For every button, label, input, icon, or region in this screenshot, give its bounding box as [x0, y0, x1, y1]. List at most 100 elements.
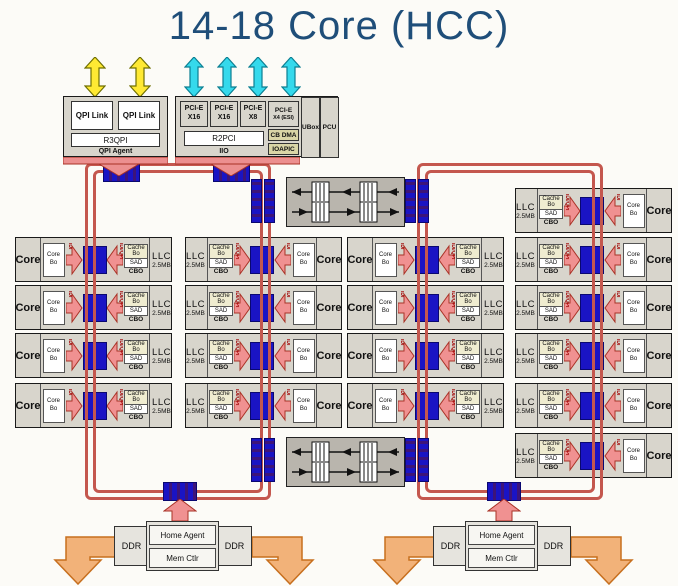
- ring-stop-cell: [250, 334, 274, 377]
- home-agent-center: Home Agent Mem Ctlr: [465, 521, 538, 571]
- cbo-label: CBO: [128, 315, 144, 323]
- core-bo-box: Core Bo: [622, 438, 645, 473]
- cache-bo-box: Cache Bo: [124, 243, 148, 259]
- core-to-ring-arrow-icon: IDI: [604, 334, 621, 377]
- qpi-link-box: QPI Link: [71, 101, 113, 130]
- core-tile: Core Core Bo IDI IDI/QPI Cache Bo SAD CB…: [185, 333, 342, 378]
- core-bo-box: Core Bo: [42, 242, 65, 277]
- cache-bo-box: Cache Bo: [456, 291, 480, 307]
- llc-size-label: 2.5MB: [484, 357, 503, 365]
- cbo-label: CBO: [543, 363, 559, 371]
- core-bo-cell: Core Bo: [621, 384, 646, 427]
- cache-to-ring-arrow-icon: IDI/QPI: [234, 384, 250, 427]
- core-link-label: IDI: [67, 291, 72, 298]
- pcie-external-arrow-icon: [281, 57, 301, 97]
- core-tile: Core Core Bo IDI IDI/QPI Cache Bo SAD CB…: [347, 285, 504, 330]
- llc-cell: LLC 2.5MB: [481, 334, 505, 377]
- ring-stop: [580, 391, 604, 420]
- cache-to-ring-arrow-icon: IDI/QPI: [564, 238, 580, 281]
- ring-stop: [415, 245, 439, 274]
- llc-label: LLC: [186, 250, 205, 262]
- llc-size-label: 2.5MB: [484, 407, 503, 415]
- llc-cell: LLC 2.5MB: [514, 286, 538, 329]
- cache-to-ring-arrow-icon: IDI/QPI: [107, 238, 123, 281]
- core-link-label: IDI: [399, 291, 404, 298]
- buffered-switch: [286, 177, 405, 227]
- cbo-stack: Cache Bo SAD CBO: [538, 384, 564, 427]
- core-bo-cell: Core Bo: [373, 286, 398, 329]
- cache-link-label: IDI/QPI: [564, 194, 569, 211]
- core-tile: Core Core Bo IDI IDI/QPI Cache Bo SAD CB…: [185, 285, 342, 330]
- core-to-ring-arrow-icon: IDI: [604, 238, 621, 281]
- cache-to-ring-arrow-icon: IDI/QPI: [564, 334, 580, 377]
- core-bo-cell: Core Bo: [41, 384, 66, 427]
- pcie-label: PCI-E: [243, 105, 263, 113]
- sad-box: SAD: [124, 306, 148, 316]
- core-tile-row: Core Core Bo IDI IDI/QPI Cache Bo SAD CB…: [15, 286, 171, 329]
- cache-bo-box: Cache Bo: [124, 389, 148, 405]
- ring-stop-cell: [250, 286, 274, 329]
- sad-box: SAD: [209, 404, 233, 414]
- cache-link-label: IDI/QPI: [118, 243, 123, 260]
- llc-label: LLC: [516, 250, 535, 262]
- core-label: Core: [15, 238, 41, 281]
- cache-bo-box: Cache Bo: [209, 339, 233, 355]
- pcie-x4-esi-box: PCI-E X4 (ESI): [268, 101, 299, 127]
- llc-cell: LLC 2.5MB: [514, 334, 538, 377]
- sad-box: SAD: [209, 258, 233, 268]
- core-label: Core: [316, 384, 342, 427]
- pcie-width-label: X16: [187, 114, 201, 121]
- core-tile-row: Core Core Bo IDI IDI/QPI Cache Bo SAD CB…: [15, 384, 171, 427]
- llc-size-label: 2.5MB: [484, 261, 503, 269]
- core-to-ring-arrow-icon: IDI: [66, 334, 83, 377]
- core-to-ring-arrow-icon: IDI: [66, 384, 83, 427]
- cbo-label: CBO: [128, 267, 144, 275]
- qpi-external-arrow-icon: [84, 57, 106, 97]
- cache-bo-box: Cache Bo: [209, 389, 233, 405]
- sad-box: SAD: [209, 354, 233, 364]
- core-label: Core: [316, 286, 342, 329]
- core-tile: Core Core Bo IDI IDI/QPI Cache Bo SAD CB…: [515, 333, 672, 378]
- cache-link-label: IDI/QPI: [450, 339, 455, 356]
- core-tile-row: Core Core Bo IDI IDI/QPI Cache Bo SAD CB…: [516, 238, 672, 281]
- cbo-stack: Cache Bo SAD CBO: [123, 238, 149, 281]
- iio-block: PCI-E X16 PCI-E X16 PCI-E X8 PCI-E X4 (E…: [175, 96, 339, 158]
- llc-size-label: 2.5MB: [516, 357, 535, 365]
- core-tile: Core Core Bo IDI IDI/QPI Cache Bo SAD CB…: [15, 383, 172, 428]
- cbo-stack: Cache Bo SAD CBO: [123, 286, 149, 329]
- ddr-arrow-icon: [570, 536, 634, 585]
- sad-box: SAD: [456, 306, 480, 316]
- cache-bo-box: Cache Bo: [456, 243, 480, 259]
- core-bo-cell: Core Bo: [621, 434, 646, 477]
- pcie-width-label: X4 (ESI): [273, 114, 294, 121]
- llc-size-label: 2.5MB: [186, 407, 205, 415]
- core-to-ring-arrow-icon: IDI: [398, 238, 415, 281]
- core-bo-box: Core Bo: [292, 242, 315, 277]
- llc-cell: LLC 2.5MB: [514, 189, 538, 232]
- ring-stop-cell: [250, 238, 274, 281]
- cache-to-ring-arrow-icon: IDI/QPI: [439, 286, 455, 329]
- llc-cell: LLC 2.5MB: [149, 238, 173, 281]
- cache-bo-box: Cache Bo: [539, 291, 563, 307]
- core-label: Core: [646, 434, 672, 477]
- ring-stop-cell: [83, 286, 107, 329]
- cache-link-label: IDI/QPI: [234, 291, 239, 308]
- core-label: Core: [646, 384, 672, 427]
- buffered-switch: [286, 437, 405, 487]
- core-label: Core: [646, 334, 672, 377]
- core-bo-box: Core Bo: [374, 388, 397, 423]
- llc-label: LLC: [484, 346, 503, 358]
- core-to-ring-arrow-icon: IDI: [604, 189, 621, 232]
- core-bo-box: Core Bo: [622, 242, 645, 277]
- mem-ctlr-box: Mem Ctlr: [468, 548, 535, 568]
- llc-size-label: 2.5MB: [516, 407, 535, 415]
- core-tile: Core Core Bo IDI IDI/QPI Cache Bo SAD CB…: [347, 237, 504, 282]
- sad-box: SAD: [539, 404, 563, 414]
- cache-to-ring-arrow-icon: IDI/QPI: [564, 286, 580, 329]
- ring-stop: [250, 245, 274, 274]
- sad-box: SAD: [124, 258, 148, 268]
- core-tile-row: Core Core Bo IDI IDI/QPI Cache Bo SAD CB…: [347, 384, 503, 427]
- cbo-label: CBO: [460, 267, 476, 275]
- pcie-label: PCI-E: [214, 105, 234, 113]
